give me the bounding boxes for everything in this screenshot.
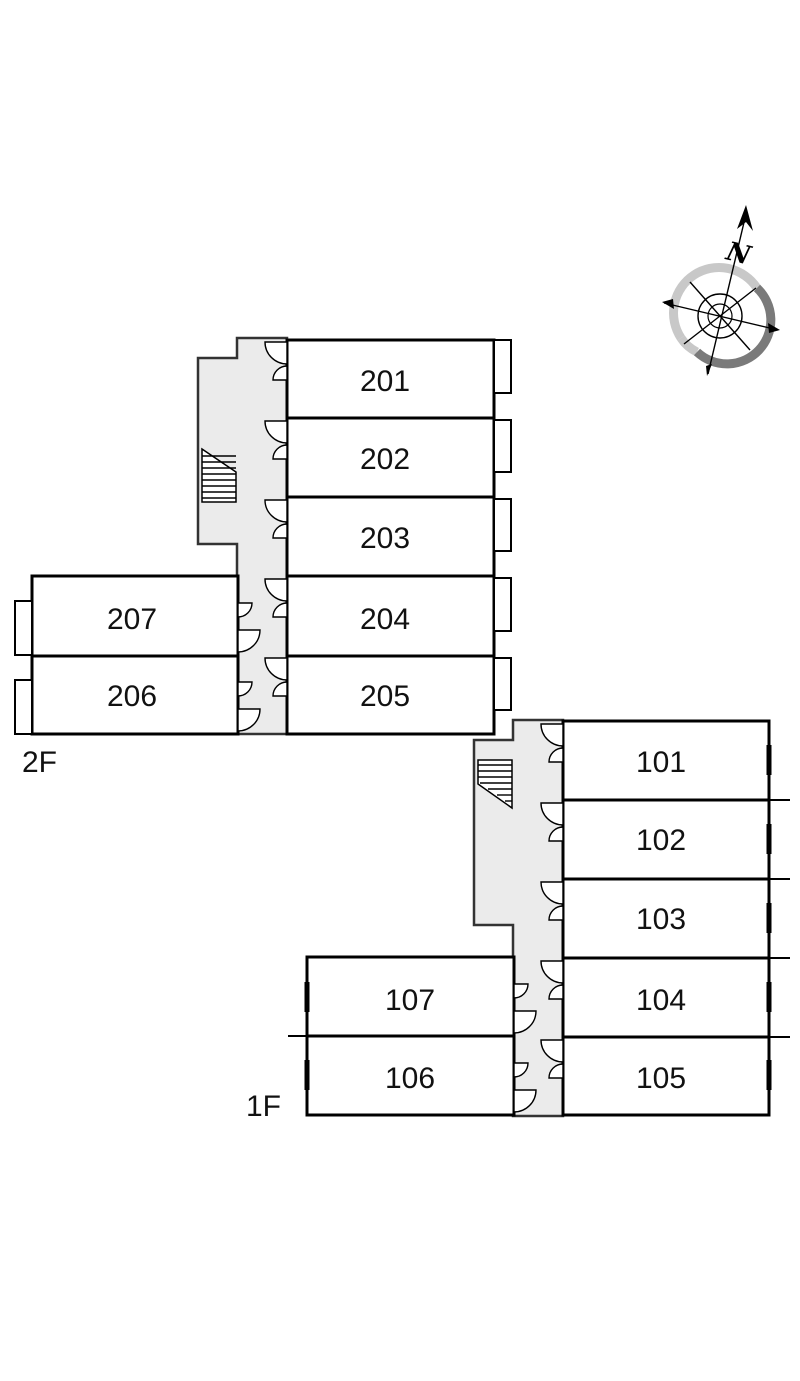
room-105[interactable] (561, 1035, 771, 1117)
balcony (14, 679, 33, 735)
room-106-label: 106 (385, 1062, 435, 1095)
room-206-label: 206 (107, 680, 157, 713)
balcony (493, 498, 512, 552)
door-icon (513, 723, 564, 1113)
balcony (14, 600, 33, 656)
room-103-label: 103 (636, 903, 686, 936)
room-203-label: 203 (360, 522, 410, 555)
room-206[interactable] (30, 654, 240, 736)
floor-2f: 201 202 203 204 205 206 207 2F (14, 336, 512, 779)
stair-icon (477, 759, 513, 810)
floor-1f: 101 102 103 104 105 106 107 1F (246, 718, 790, 1123)
room-107-label: 107 (385, 984, 435, 1017)
balcony (493, 419, 512, 473)
stair-icon (201, 447, 237, 503)
room-102-label: 102 (636, 824, 686, 857)
room-201-label: 201 (360, 365, 410, 398)
room-202-label: 202 (360, 443, 410, 476)
balcony (493, 339, 512, 394)
room-207-label: 207 (107, 603, 157, 636)
room-204-label: 204 (360, 603, 410, 636)
balcony (493, 657, 512, 711)
floor-label-2f: 2F (22, 746, 57, 779)
room-205-label: 205 (360, 680, 410, 713)
balcony (493, 577, 512, 632)
room-106[interactable] (305, 1034, 516, 1117)
room-105-label: 105 (636, 1062, 686, 1095)
room-104-label: 104 (636, 984, 686, 1017)
compass-icon: N (662, 205, 780, 376)
room-101[interactable] (561, 719, 771, 802)
room-201[interactable] (285, 338, 496, 420)
door-icon (237, 341, 288, 732)
room-103[interactable] (561, 877, 771, 960)
compass-north-letter: N (722, 236, 754, 271)
floor-label-1f: 1F (246, 1090, 281, 1123)
room-101-label: 101 (636, 746, 686, 779)
